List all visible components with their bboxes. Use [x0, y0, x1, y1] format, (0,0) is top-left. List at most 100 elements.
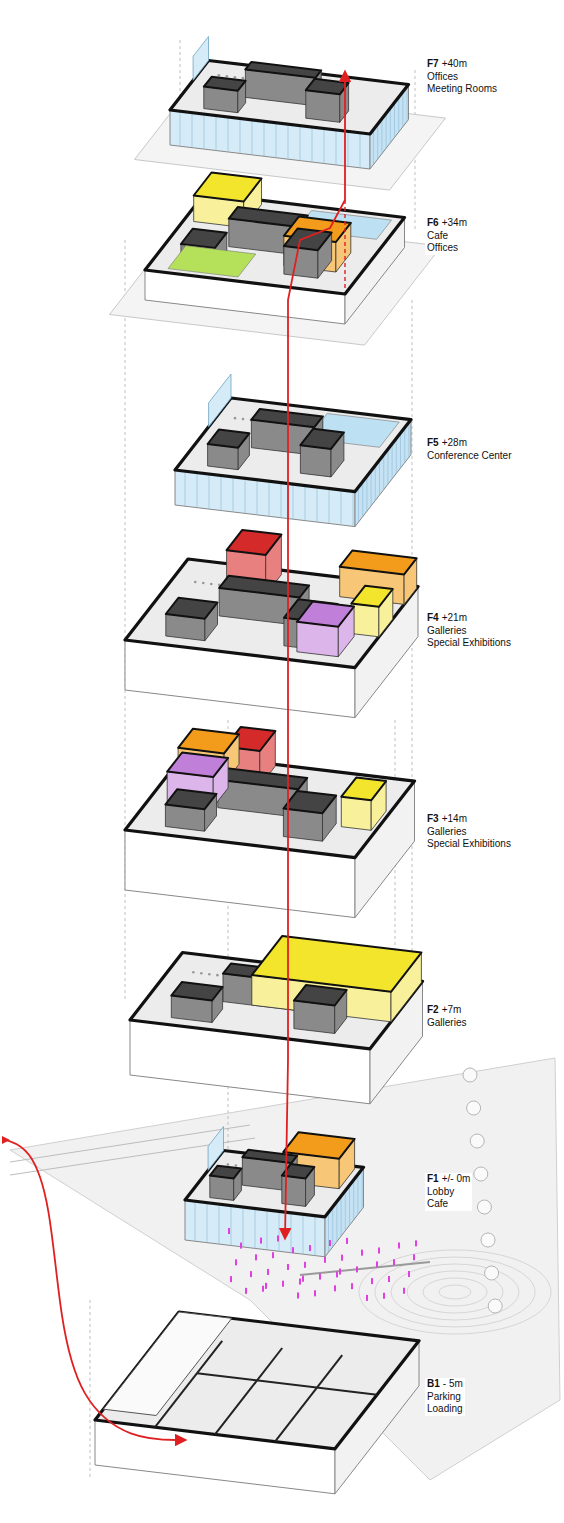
floor-label: F2 [427, 1004, 439, 1015]
caption-line: Cafe [427, 1198, 470, 1211]
person-figure [324, 1257, 326, 1263]
room-top [283, 791, 336, 813]
room-top [251, 409, 322, 427]
person-figure [329, 1240, 331, 1246]
person-figure [265, 1283, 267, 1289]
entry-ramp-path [6, 1140, 185, 1440]
room-top [351, 586, 393, 607]
floor-caption: F1+/- 0mLobbyCafe [425, 1173, 472, 1211]
contour-line [423, 1278, 487, 1306]
glass-mullion [269, 481, 270, 516]
caption-line: Cafe [427, 230, 467, 243]
glass-mullion [348, 131, 349, 166]
glass-mullion [366, 476, 367, 511]
tree-symbol [488, 1299, 502, 1313]
glass-mullion [407, 86, 408, 121]
level-label: +21m [442, 612, 467, 623]
glass-mullion [264, 121, 265, 156]
program-label: Loading [427, 1403, 463, 1414]
glass-mullion [192, 113, 193, 148]
program-label: Cafe [427, 230, 448, 241]
room-wall [351, 604, 379, 637]
tree-symbol [481, 1233, 495, 1247]
furniture-dot [192, 971, 195, 974]
floor-caption: F5+28mConference Center [425, 437, 514, 462]
caption-line: Special Exhibitions [427, 637, 511, 650]
floor-caption: F6+34mCafeOffices [425, 217, 469, 255]
person-figure [361, 1250, 363, 1256]
furniture-dot [208, 973, 211, 976]
room-top [219, 576, 309, 598]
room-top [245, 62, 321, 78]
room-top [167, 753, 228, 778]
glass-mullion [185, 471, 186, 506]
glass-mullion [345, 1191, 346, 1231]
person-figure [240, 1243, 242, 1249]
level-label: +14m [442, 813, 467, 824]
room-top [284, 229, 332, 251]
glass-mullion [336, 130, 337, 165]
person-figure [388, 1276, 390, 1282]
glass-mullion [231, 1206, 232, 1246]
furniture-dot [194, 581, 197, 584]
glass-mullion [257, 480, 258, 515]
tree-symbol [467, 1101, 481, 1115]
interior-wall [197, 1373, 377, 1395]
glass-mullion [233, 477, 234, 512]
glass-mullion [362, 1169, 363, 1209]
glass-mullion [341, 490, 342, 525]
glass-mullion [357, 1175, 358, 1215]
glass-mullion [341, 1196, 342, 1236]
furniture-dot [216, 974, 219, 977]
furniture-dot [227, 1163, 230, 1166]
room-top [218, 768, 307, 789]
furniture-dot [210, 583, 213, 586]
glass-wall [208, 1127, 223, 1171]
glass-mullion [279, 1211, 280, 1251]
tree-symbol [485, 1266, 499, 1280]
contour-line [391, 1264, 519, 1320]
floor-caption: F4+21mGalleriesSpecial Exhibitions [425, 612, 513, 650]
contour-line [439, 1285, 471, 1299]
caption-line: Galleries [427, 1017, 466, 1030]
room-top [242, 1150, 297, 1163]
person-figure [230, 1276, 232, 1282]
glass-mullion [312, 127, 313, 162]
person-figure [346, 1238, 348, 1244]
floor-label: B1 [427, 1378, 440, 1389]
program-label: Conference Center [427, 450, 512, 461]
glass-mullion [324, 128, 325, 163]
caption-line: F6+34m [427, 217, 467, 230]
caption-line: Loading [427, 1403, 463, 1416]
glass-mullion [404, 428, 405, 463]
program-label: Special Exhibitions [427, 838, 511, 849]
ramp [103, 1312, 231, 1416]
caption-line: Conference Center [427, 450, 512, 463]
person-figure [356, 1266, 358, 1272]
program-label: Meeting Rooms [427, 83, 497, 94]
person-figure [250, 1271, 252, 1277]
level-label: +/- 0m [442, 1173, 471, 1184]
glass-mullion [240, 118, 241, 153]
room-wall [300, 445, 331, 477]
person-figure [302, 1276, 304, 1282]
person-figure [334, 1285, 336, 1291]
furniture-dot [226, 75, 229, 78]
room-top [252, 936, 422, 992]
floor-slab [170, 61, 409, 135]
room-top [204, 77, 246, 91]
furniture-dot [200, 972, 203, 975]
circulation-path [285, 72, 345, 1238]
tree-symbol [463, 1068, 477, 1082]
floor-label: F6 [427, 217, 439, 228]
glass-mullion [373, 130, 374, 165]
room-top [227, 530, 282, 555]
person-figure [319, 1274, 321, 1280]
person-figure [398, 1243, 400, 1249]
glass-mullion [349, 1185, 350, 1225]
furniture-dot [242, 77, 245, 80]
person-figure [383, 1293, 385, 1299]
glass-mullion [300, 126, 301, 161]
floor-label: F7 [427, 58, 439, 69]
